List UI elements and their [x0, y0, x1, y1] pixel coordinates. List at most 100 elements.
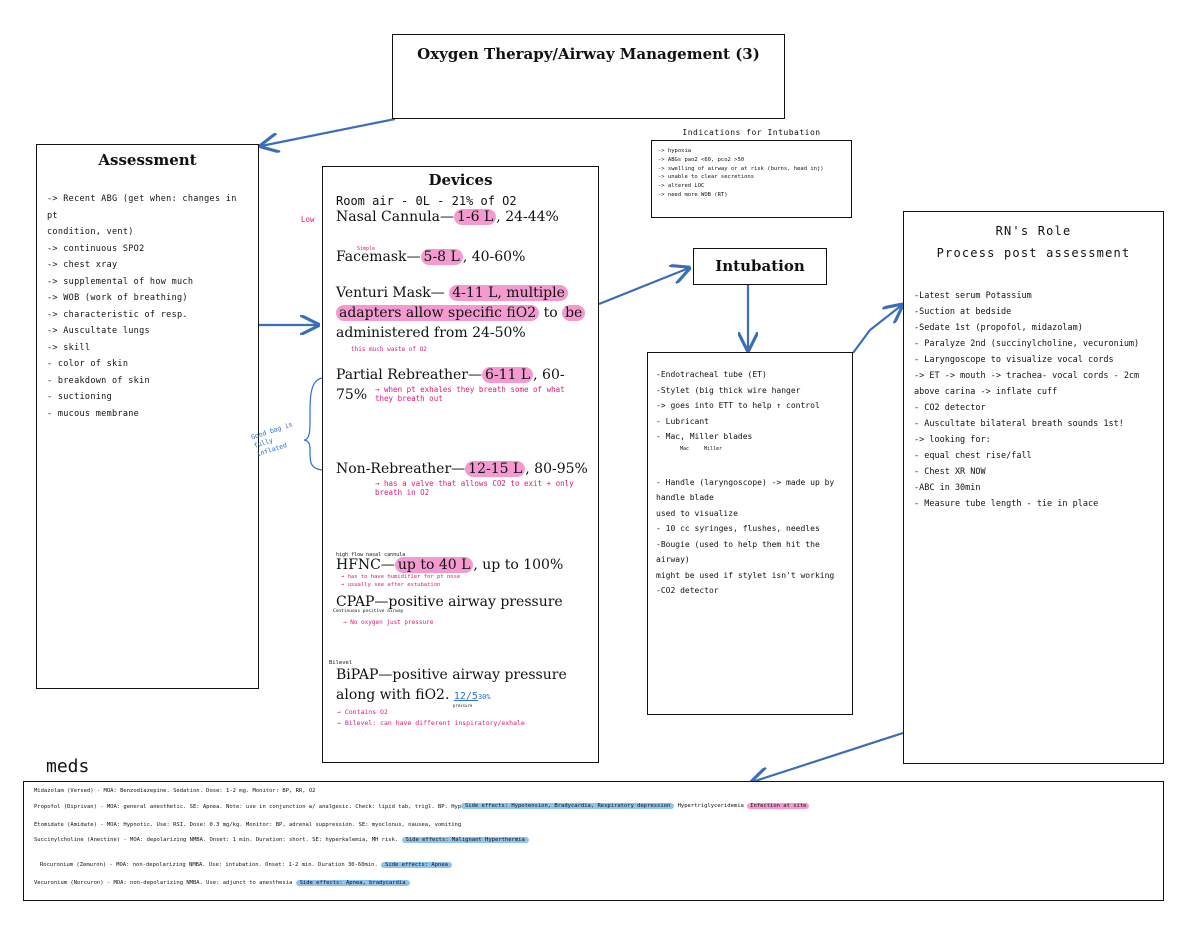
med-row: Propofol (Diprivan) - MOA: general anest…	[34, 804, 491, 810]
med-row: Succinylcholine (Anectine) - MOA: depola…	[34, 837, 529, 843]
bipap-note-1: → Contains O2	[337, 708, 388, 716]
med-tag: Side effects: Apnea	[381, 862, 452, 868]
bipap-fraction: 12/5	[453, 691, 478, 702]
rn-role-box: RN's Role Process post assessment -Lates…	[903, 211, 1164, 764]
arrow-tube-to-rn	[852, 305, 902, 354]
intubation-item: -Bougie (used to help them hit the	[656, 539, 820, 549]
nasal-flow: 1-6 L	[454, 209, 497, 225]
intubation-list: -Endotracheal tube (ET) -Stylet (big thi…	[656, 367, 844, 599]
med-tag: Side effects: Hypotension, Bradycardia, …	[461, 803, 675, 809]
facemask-note: Simple	[357, 246, 376, 252]
partial-flow: 6-11 L	[481, 367, 534, 383]
venturi-note: this much waste of O2	[351, 346, 427, 353]
nasal-rest: , 24-44%	[496, 209, 559, 225]
nasal-note: Low	[301, 215, 315, 224]
intubation-item: -Stylet (big thick wire hanger	[656, 385, 801, 395]
bipap: BiPAP—positive airway pressure along wit…	[336, 665, 594, 707]
assessment-item: -> WOB (work of breathing)	[47, 293, 188, 303]
assessment-title: Assessment	[98, 151, 197, 169]
bipap-pct: 30%	[477, 693, 491, 701]
rn-item: -> ET -> mouth -> trachea- vocal cords -…	[914, 371, 1140, 381]
venturi-rest1: to	[539, 305, 563, 321]
indications-title: Indications for Intubation	[682, 128, 821, 137]
cpap-note: → No oxygen just pressure	[343, 619, 434, 626]
indication-item: -> swelling of airway or at risk (burns,…	[658, 165, 824, 172]
bipap-above: Bilevel	[329, 660, 353, 666]
intubation-item: -Endotracheal tube (ET)	[656, 370, 767, 379]
indication-item: -> hypoxia	[658, 148, 692, 154]
assessment-item: -> Auscultate lungs	[47, 326, 150, 336]
rn-item: -> looking for:	[914, 435, 991, 445]
hfnc-above: high flow nasal cannula	[336, 552, 406, 558]
arrow-title-to-assessment	[261, 117, 396, 146]
med-tag: Hypertriglyceridemia	[677, 803, 744, 809]
blade-miller-label: Miller	[704, 446, 723, 452]
indication-item: -> altered LOC	[658, 183, 705, 190]
blade-mac-label: Mac	[680, 446, 690, 452]
rn-item: - Auscultate bilateral breath sounds 1st…	[914, 419, 1124, 429]
med-row-text: Succinylcholine (Anectine) - MOA: depola…	[34, 837, 399, 843]
intubation-box: Intubation	[693, 248, 827, 285]
med-row: Rocuronium (Zemuron) - MOA: non-depolari…	[40, 862, 452, 868]
devices-title: Devices	[428, 171, 493, 189]
rn-item: - Paralyze 2nd (succinylcholine, vecuron…	[914, 339, 1140, 349]
room-air-note: Room air - 0L - 21% of O2	[336, 194, 517, 208]
devices-box: Devices Room air - 0L - 21% of O2 Nasal …	[250, 166, 599, 763]
venturi-rest2: administered from 24-50%	[336, 325, 526, 341]
assessment-item: -> chest xray	[47, 260, 118, 270]
assessment-box: Assessment -> Recent ABG (get when: chan…	[36, 144, 259, 689]
nonreb-flow: 12-15 L	[465, 461, 526, 477]
assessment-item: - color of skin	[47, 359, 129, 369]
rn-item: - Measure tube length - tie in place	[914, 499, 1099, 509]
title-box: Oxygen Therapy/Airway Management (3)	[392, 34, 785, 119]
intubation-item: handle blade	[656, 493, 714, 502]
rn-item: - equal chest rise/fall	[914, 451, 1032, 461]
intubation-title: Intubation	[715, 257, 805, 275]
intubation-item: - Mac, Miller blades	[656, 432, 753, 441]
non-rebreather: Non-Rebreather—12-15 L, 80-95%	[336, 459, 594, 479]
med-row-text: Rocuronium (Zemuron) - MOA: non-depolari…	[40, 862, 378, 868]
bipap-label: BiPAP—positive airway pressure along wit…	[336, 667, 567, 703]
indications-box: -> hypoxia -> ABGs pao2 <60, pco2 >50 ->…	[651, 140, 852, 218]
assessment-item: - suctioning	[47, 392, 113, 402]
intubation-item: -CO2 detector	[656, 586, 719, 595]
bag-bracket	[303, 377, 323, 471]
venturi-label: Venturi Mask—	[336, 285, 450, 301]
assessment-item: condition, vent)	[47, 227, 134, 237]
med-row: Midazolam (Versed) - MOA: Benzodiazepine…	[34, 788, 316, 794]
meds-box: Midazolam (Versed) - MOA: Benzodiazepine…	[23, 781, 1164, 901]
intubation-item: - 10 cc syringes, flushes, needles	[656, 524, 820, 533]
partial-rebreather: Partial Rebreather—6-11 L, 60-75%	[336, 365, 594, 405]
med-row: Etomidate (Amidate) - MOA: Hypnotic. Use…	[34, 822, 462, 828]
intubation-item: - Lubricant	[656, 416, 709, 426]
assessment-item: -> skill	[47, 342, 91, 353]
rn-item: -Sedate 1st (propofol, midazolam)	[914, 323, 1083, 333]
assessment-item: -> continuous SPO2	[47, 243, 145, 254]
assessment-item: - breakdown of skin	[47, 375, 150, 386]
facemask-flow: 5-8 L	[420, 249, 463, 265]
assessment-item: -> supplemental of how much	[47, 276, 194, 287]
hfnc-flow: up to 40 L	[394, 557, 474, 573]
facemask-label: Facemask—	[336, 249, 421, 265]
cpap: CPAP—positive airway pressure	[336, 594, 563, 610]
med-row-text: Vecuronium (Norcuron) - MOA: non-depolar…	[34, 880, 293, 886]
indications-list: -> hypoxia -> ABGs pao2 <60, pco2 >50 ->…	[658, 147, 845, 200]
med-row: Vecuronium (Norcuron) - MOA: non-depolar…	[34, 880, 410, 886]
nasal-label: Nasal Cannula—	[336, 209, 454, 225]
rn-list: -Latest serum Potassium -Suction at beds…	[914, 288, 1153, 512]
nasal-cannula: Nasal Cannula—1-6 L, 24-44%	[336, 207, 594, 227]
facemask: Facemask—5-8 L, 40-60%	[336, 247, 594, 267]
partial-note: → when pt exhales they breath some of wh…	[375, 385, 565, 403]
indication-item: -> unable to clear secretions	[658, 174, 755, 181]
hfnc-note-2: → usually see after extubation	[341, 582, 441, 588]
venturi-mask: Venturi Mask— 4-11 L, multiple adapters …	[336, 283, 594, 343]
intubation-item: -> goes into ETT to help ↑ control	[656, 401, 820, 410]
rn-title: RN's Role	[995, 224, 1072, 238]
arrow-rn-to-meds	[752, 731, 904, 782]
venturi-be: be	[562, 305, 586, 321]
intubation-item: airway)	[656, 555, 690, 564]
hfnc-label: HFNC—	[336, 557, 395, 573]
intubation-item	[656, 460, 844, 475]
facemask-rest: , 40-60%	[462, 249, 526, 265]
